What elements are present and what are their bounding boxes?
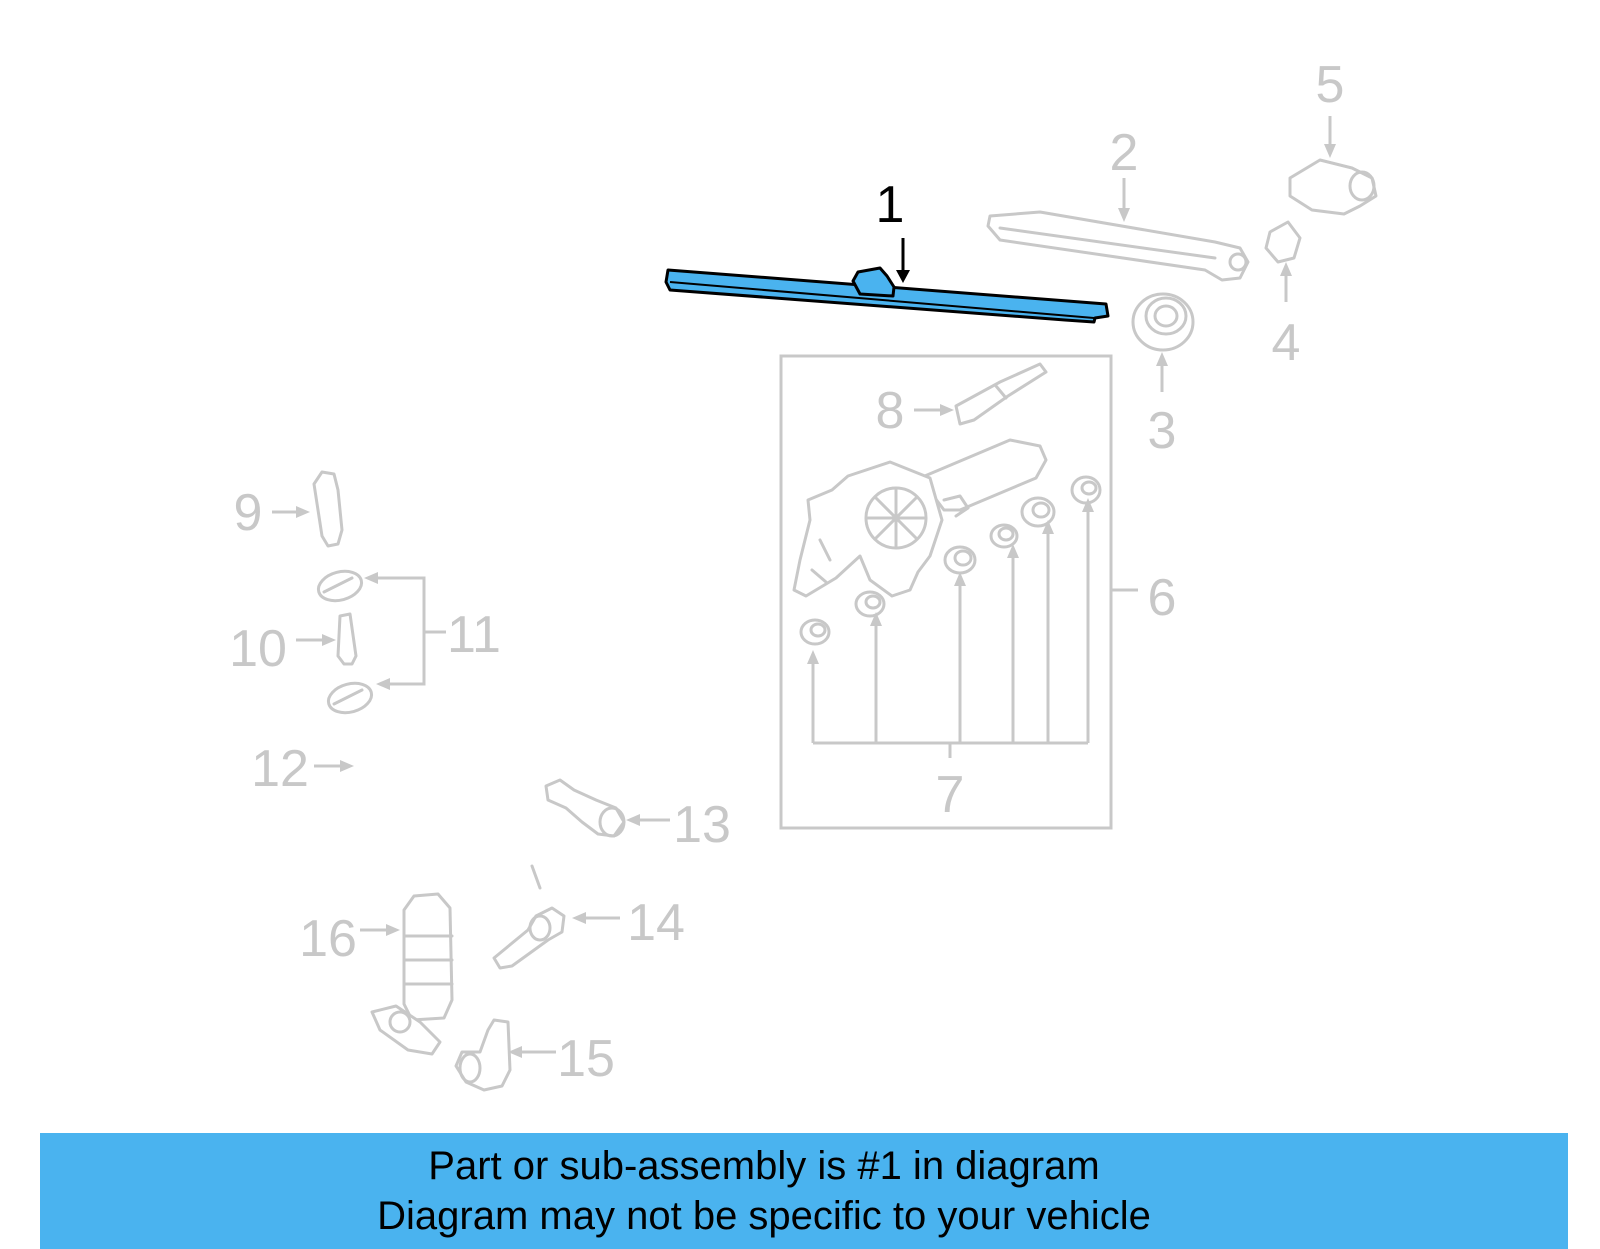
callout-15: 15 — [557, 1030, 615, 1088]
part-6-group-box — [779, 354, 1113, 830]
part-9-nozzle — [312, 470, 344, 548]
part-1-wiper-blade[interactable] — [664, 266, 1110, 324]
callout-12: 12 — [251, 740, 309, 798]
part-13-connector — [544, 778, 626, 838]
callout-1: 1 — [876, 176, 905, 234]
callout-4: 4 — [1272, 314, 1301, 372]
callout-16: 16 — [299, 910, 357, 968]
callout-9: 9 — [234, 484, 263, 542]
wiper-motor — [792, 438, 1048, 598]
callout-10: 10 — [229, 620, 287, 678]
callout-8: 8 — [876, 382, 905, 440]
part-7-grommets — [799, 475, 1102, 646]
part-8-pivot-shaft — [954, 362, 1048, 426]
part-5-cover — [1288, 158, 1378, 216]
part-3-cap — [1131, 292, 1195, 352]
part-4-nut — [1264, 220, 1302, 264]
callout-7: 7 — [936, 766, 965, 824]
banner-line-1: Part or sub-assembly is #1 in diagram — [428, 1144, 1100, 1188]
part-12-washer-hose — [350, 722, 542, 890]
callout-2: 2 — [1110, 124, 1139, 182]
part-14-check-valve — [492, 906, 566, 970]
callout-14: 14 — [627, 894, 685, 952]
callout-6: 6 — [1148, 569, 1177, 627]
part-16-washer-pump — [370, 892, 454, 1056]
part-11-clamps — [316, 569, 374, 715]
part-2-wiper-arm — [986, 210, 1250, 282]
part-15-elbow — [454, 1018, 512, 1092]
banner-line-2: Diagram may not be specific to your vehi… — [377, 1194, 1151, 1238]
info-banner: Part or sub-assembly is #1 in diagram Di… — [40, 1133, 1568, 1249]
callout-13: 13 — [673, 796, 731, 854]
callout-11: 11 — [447, 606, 501, 664]
callout-5: 5 — [1316, 56, 1345, 114]
callout-3: 3 — [1148, 402, 1177, 460]
part-10-hose — [336, 612, 358, 666]
